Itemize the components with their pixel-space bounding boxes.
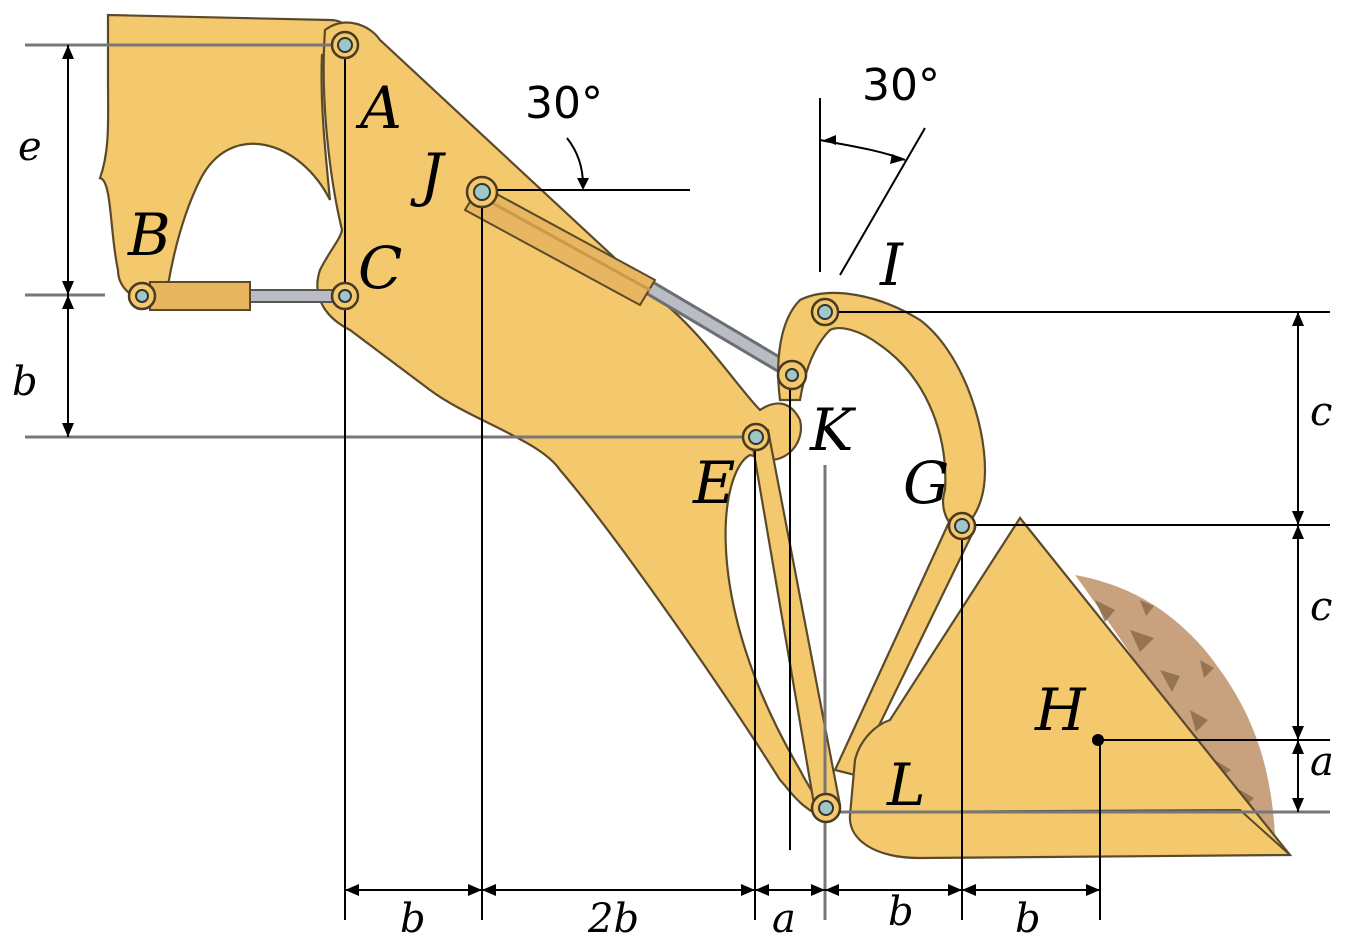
frame-body <box>98 13 349 302</box>
dirt-pile <box>1075 575 1275 835</box>
pins <box>127 30 1104 824</box>
label-e: E <box>692 449 735 517</box>
label-h: H <box>1034 676 1087 744</box>
dim-left-e: e <box>18 124 42 170</box>
point-labels: A B C J I K E G H L <box>127 74 1087 819</box>
label-a: A <box>355 74 402 142</box>
pin-e <box>741 422 771 452</box>
label-c: C <box>358 234 402 302</box>
label-l: L <box>886 751 926 819</box>
pin-k <box>776 359 808 391</box>
angle-label-right: 30° <box>862 60 940 111</box>
reference-lines <box>25 43 1330 920</box>
hydraulic-cylinder-j <box>463 183 797 379</box>
pin-a <box>330 30 360 60</box>
dim-bottom-b1: b <box>400 896 426 937</box>
dimension-arrows <box>62 45 1304 896</box>
pin-i <box>810 297 840 327</box>
dim-right-a: a <box>1310 739 1334 785</box>
bucket <box>848 516 1293 860</box>
angle-arcs <box>566 135 906 190</box>
point-h-dot <box>1092 734 1104 746</box>
label-i: I <box>879 231 904 299</box>
angle-label-left: 30° <box>525 78 603 129</box>
label-b: B <box>127 201 171 269</box>
label-g: G <box>903 449 949 517</box>
pin-b <box>127 281 157 311</box>
hydraulic-cylinder-bc <box>149 281 341 311</box>
boom-arm <box>316 21 832 822</box>
pin-g <box>947 511 977 541</box>
pin-l <box>810 792 842 824</box>
dim-bottom-2b: 2b <box>587 896 639 937</box>
dim-right-c-bottom: c <box>1310 584 1332 630</box>
dim-bottom-b3: b <box>1015 896 1041 937</box>
dim-bottom-a: a <box>772 896 796 937</box>
dim-right-c-top: c <box>1310 389 1332 435</box>
dimension-labels: e b c c a b 2b a b b <box>12 124 1334 937</box>
dim-left-b: b <box>12 359 38 405</box>
pin-c <box>330 281 360 311</box>
label-k: K <box>809 396 857 464</box>
dim-bottom-b2: b <box>888 889 914 935</box>
pin-j <box>465 175 499 209</box>
